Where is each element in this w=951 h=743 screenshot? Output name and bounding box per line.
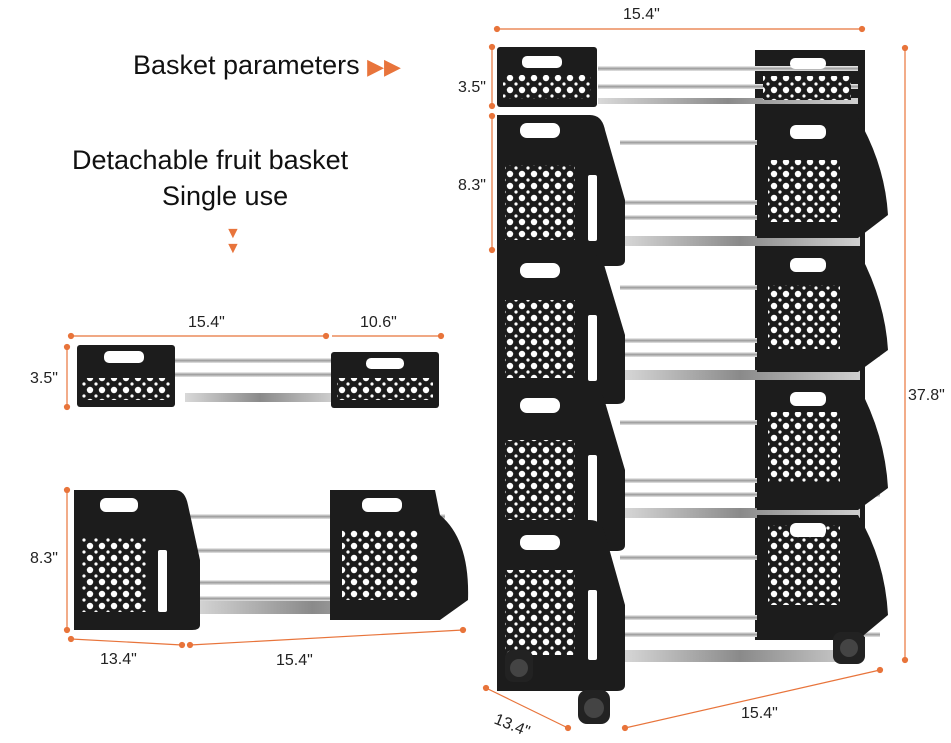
small-basket-depth-label: 10.6" bbox=[360, 314, 397, 331]
large-basket-depth-label: 13.4" bbox=[100, 651, 137, 668]
rack-basket-height-label: 8.3" bbox=[458, 177, 486, 194]
large-basket-height-label: 8.3" bbox=[30, 550, 58, 567]
small-basket bbox=[77, 345, 439, 408]
basket-parameters-label: Basket parameters bbox=[133, 50, 360, 80]
detachable-heading-line1: Detachable fruit basket bbox=[72, 145, 349, 175]
basket-parameters-heading: Basket parameters ▶▶ bbox=[133, 50, 401, 81]
detachable-heading-line2: Single use bbox=[162, 181, 289, 211]
small-basket-width-label: 15.4" bbox=[188, 314, 225, 331]
double-chevron-right-icon: ▶▶ bbox=[367, 54, 401, 79]
wheel bbox=[833, 632, 865, 664]
rack-total-height-label: 37.8" bbox=[908, 387, 945, 404]
rack-top-basket-height-label: 3.5" bbox=[458, 79, 486, 96]
rack-width-label: 15.4" bbox=[741, 705, 778, 722]
tall-rack bbox=[497, 47, 888, 724]
wheel bbox=[505, 650, 533, 682]
double-chevron-down-icon: ▼▼ bbox=[225, 225, 241, 257]
wheel bbox=[578, 690, 610, 724]
large-basket-width-label: 15.4" bbox=[276, 652, 313, 669]
large-basket bbox=[74, 490, 469, 630]
dimension-lines bbox=[63, 25, 909, 732]
rack-top-width-label: 15.4" bbox=[623, 6, 660, 23]
small-basket-height-label: 3.5" bbox=[30, 370, 58, 387]
